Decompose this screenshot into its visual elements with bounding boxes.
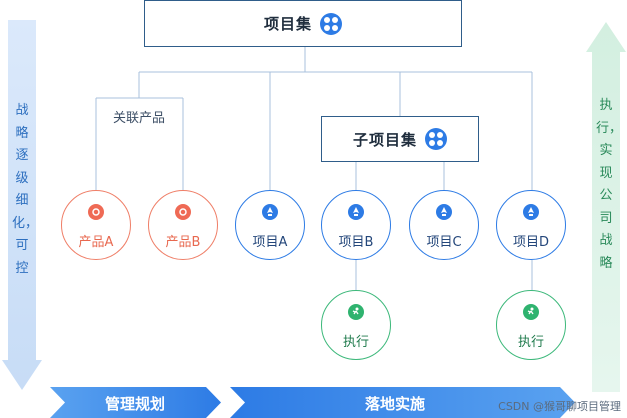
execution-d-node[interactable]: 执行 bbox=[496, 290, 566, 360]
project-c-node[interactable]: 项目C bbox=[409, 190, 479, 260]
rocket-icon bbox=[262, 204, 278, 220]
execution-d-label: 执行 bbox=[517, 335, 544, 350]
project-b-label: 项目B bbox=[338, 235, 374, 250]
rocket-icon bbox=[523, 204, 539, 220]
runner-icon bbox=[523, 304, 539, 320]
sub-program-node[interactable]: 子项目集 bbox=[321, 116, 479, 162]
product-a-label: 产品A bbox=[78, 235, 114, 250]
rocket-icon bbox=[436, 204, 452, 220]
related-products-label: 关联产品 bbox=[112, 111, 165, 126]
band-execution-label: 落地实施 bbox=[364, 395, 425, 413]
product-b-node[interactable]: 产品B bbox=[148, 190, 218, 260]
right-execution-arrow bbox=[586, 22, 626, 392]
project-d-node[interactable]: 项目D bbox=[496, 190, 566, 260]
project-b-node[interactable]: 项目B bbox=[321, 190, 391, 260]
project-a-label: 项目A bbox=[252, 235, 288, 250]
hub-icon bbox=[425, 128, 447, 150]
right-arrow-text: 执行，实现公司战略 bbox=[596, 98, 623, 271]
left-arrow-text: 战略逐级细化，可控 bbox=[12, 103, 39, 276]
project-c-label: 项目C bbox=[426, 235, 462, 250]
rocket-icon bbox=[348, 204, 364, 220]
band-execution bbox=[230, 387, 575, 418]
execution-b-node[interactable]: 执行 bbox=[321, 290, 391, 360]
execution-b-label: 执行 bbox=[342, 335, 369, 350]
product-icon bbox=[175, 204, 191, 220]
product-a-node[interactable]: 产品A bbox=[61, 190, 131, 260]
program-node-label: 项目集 bbox=[263, 15, 312, 33]
project-a-node[interactable]: 项目A bbox=[235, 190, 305, 260]
band-planning bbox=[50, 387, 221, 418]
hub-icon bbox=[320, 12, 342, 35]
runner-icon bbox=[348, 304, 364, 320]
project-d-label: 项目D bbox=[512, 235, 549, 250]
program-node[interactable]: 项目集 bbox=[144, 0, 462, 47]
product-b-label: 产品B bbox=[165, 235, 201, 250]
band-planning-label: 管理规划 bbox=[104, 395, 165, 413]
left-strategy-arrow bbox=[2, 20, 42, 390]
bottom-bands bbox=[50, 387, 575, 418]
product-icon bbox=[88, 204, 104, 220]
sub-program-node-label: 子项目集 bbox=[352, 130, 417, 149]
watermark: CSDN @猴哥聊项目管理 bbox=[498, 400, 621, 413]
